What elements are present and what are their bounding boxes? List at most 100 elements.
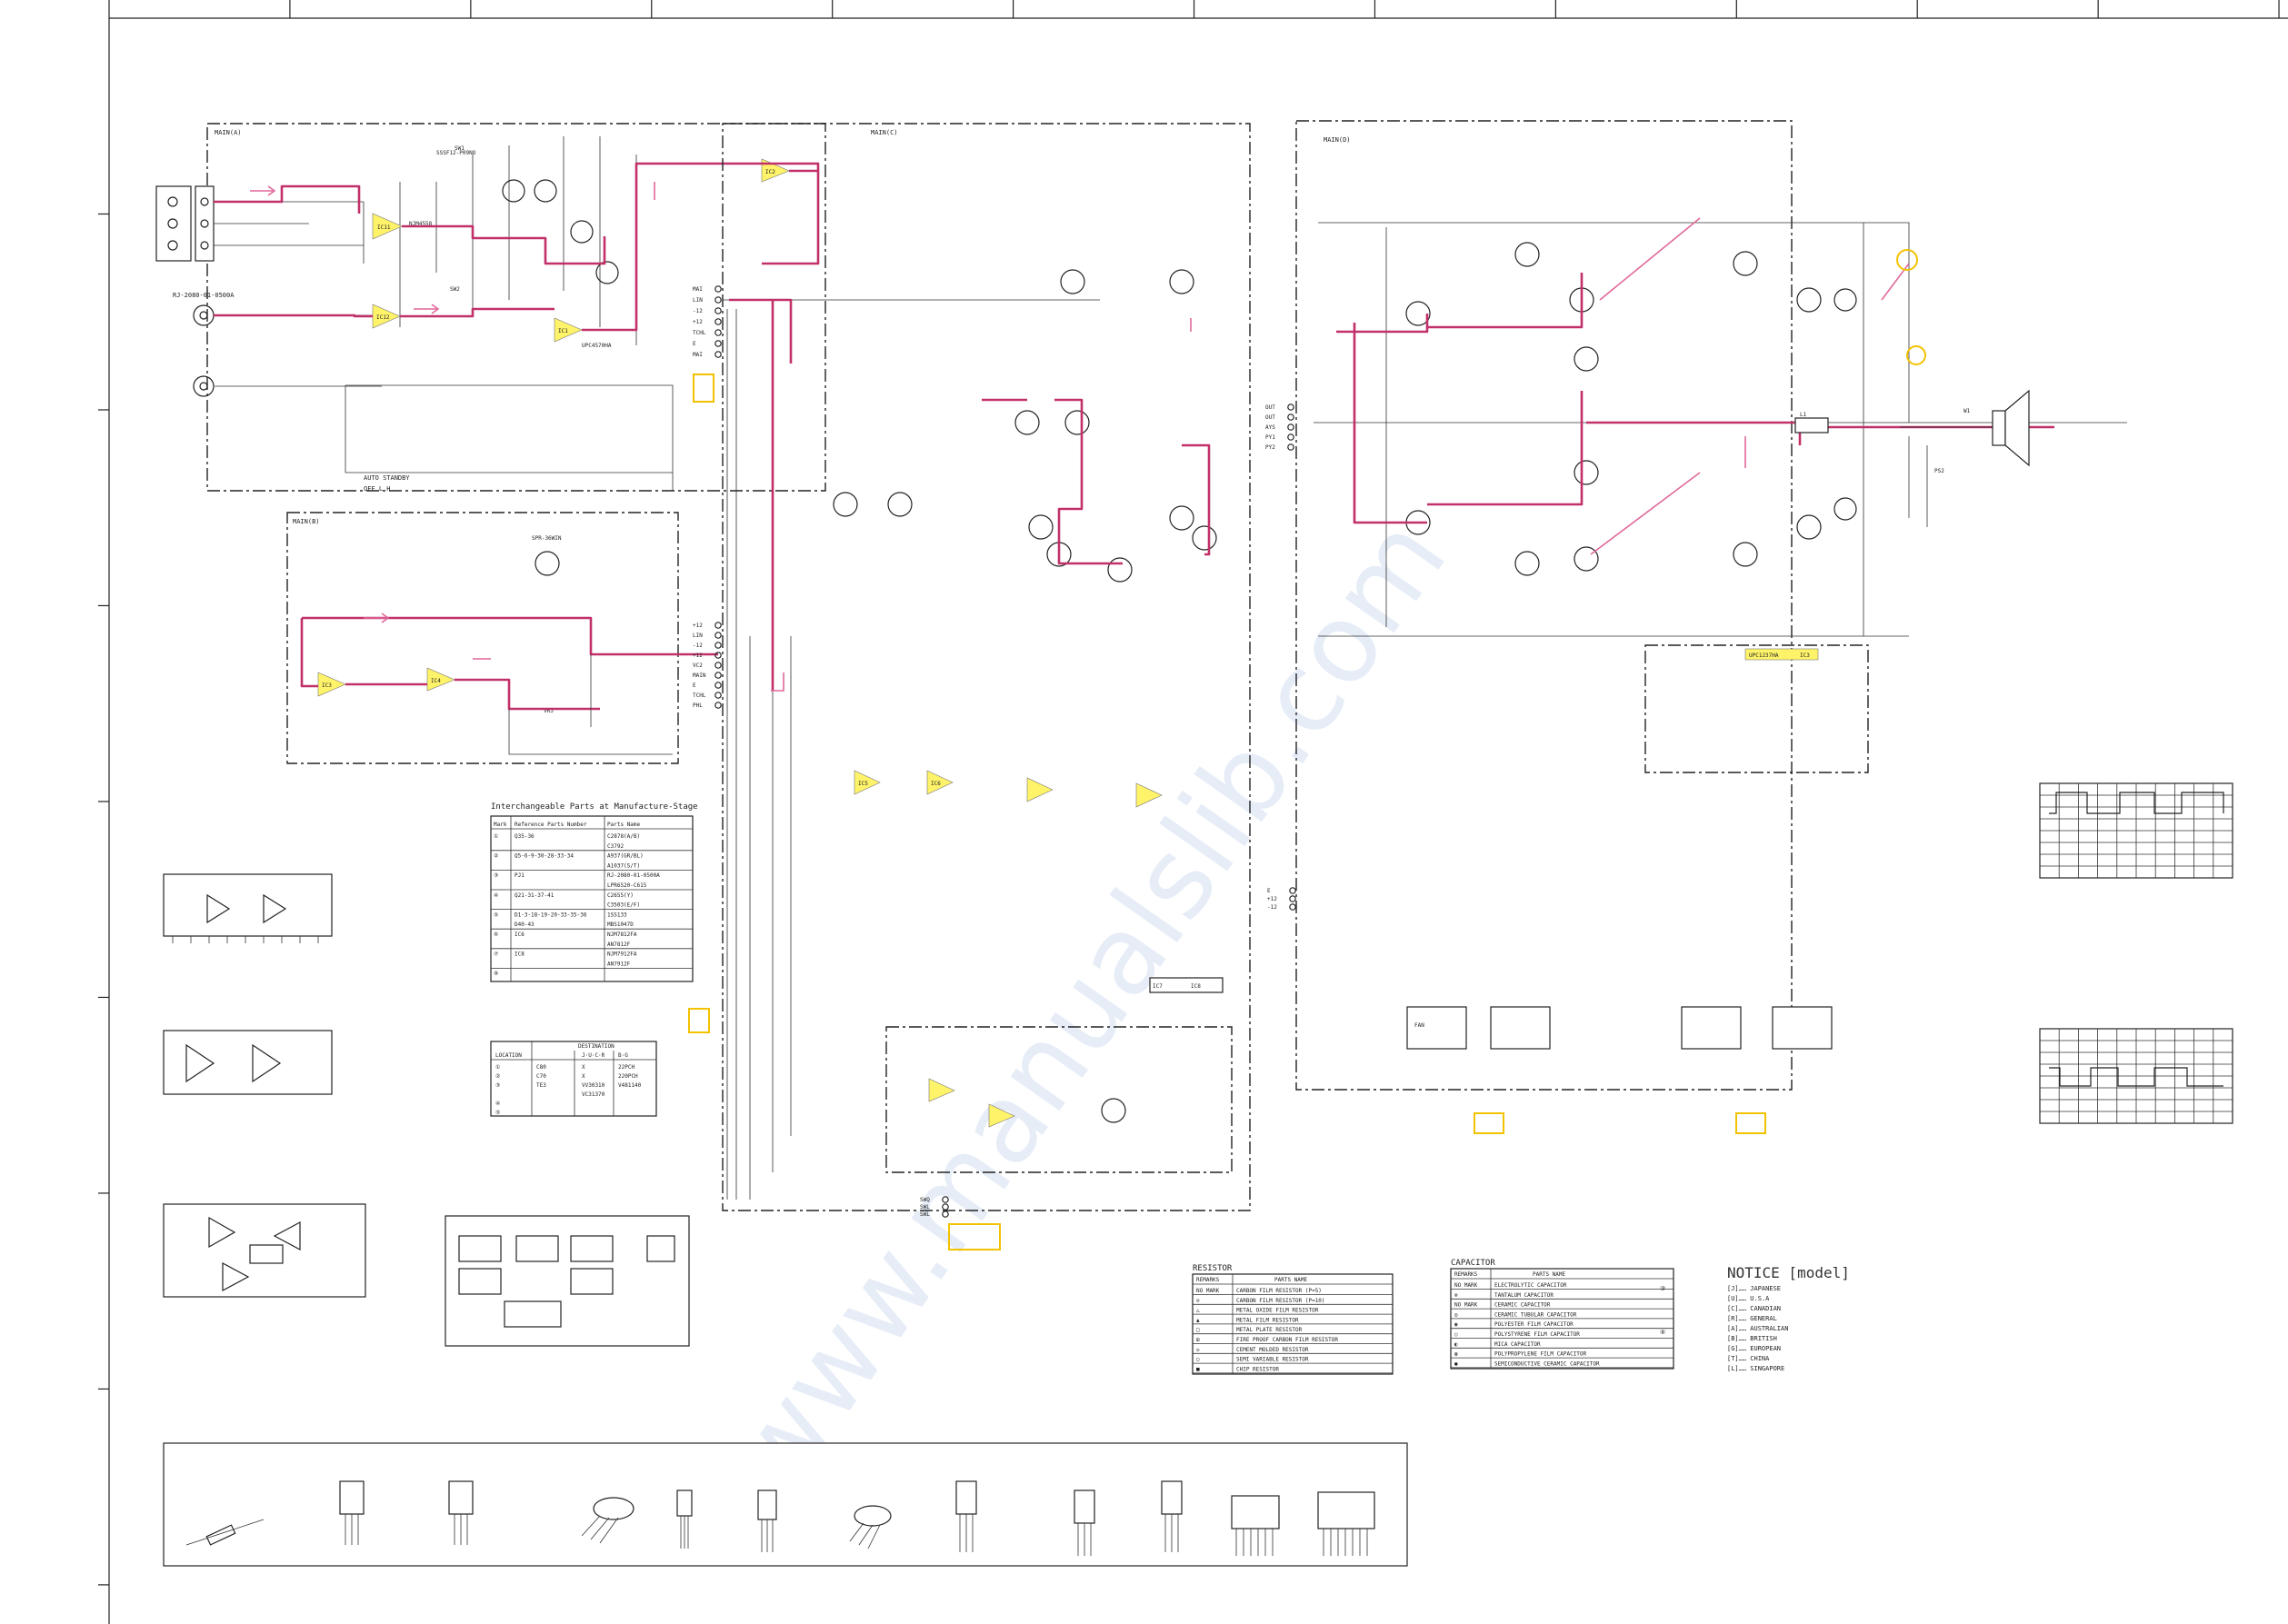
connector-pin xyxy=(1287,413,1294,421)
connector-pin-label: MAIN xyxy=(693,673,706,679)
connector-pin xyxy=(714,318,722,325)
block-main-c-label: MAIN(C) xyxy=(871,129,898,136)
legend-name: SEMICONDUCTIVE CERAMIC CAPACITOR xyxy=(1494,1360,1600,1367)
connector-pin xyxy=(1287,423,1294,431)
pin-jack-pj1: RJ-2080-01-0500A xyxy=(173,292,235,397)
legend-mark: ◇ xyxy=(1196,1347,1200,1353)
legend-name: FIRE PROOF CARBON FILM RESISTOR xyxy=(1236,1337,1338,1343)
block-main-d-label: MAIN(D) xyxy=(1324,136,1351,144)
destination-table-header: B·G xyxy=(618,1052,628,1059)
connector-pin-label: MAI xyxy=(693,286,703,293)
notice-panel: NOTICE [model] [J]…… JAPANESE[U]…… U.S.A… xyxy=(1727,1264,1850,1372)
notice-row: [R]…… GENERAL xyxy=(1727,1315,1777,1322)
svg-text:IC11: IC11 xyxy=(377,224,391,231)
svg-text:SW1: SW1 xyxy=(455,145,465,152)
parts-table-cell: D40-43 xyxy=(515,922,535,928)
parts-table-cell: ⑥ xyxy=(494,932,498,938)
parts-table-cell: ⑦ xyxy=(494,951,498,958)
diode-package-icon xyxy=(185,1519,265,1546)
parts-table-cell: Q5-6-9-30-28-33-34 xyxy=(515,853,574,860)
connector-pin-label: VC2 xyxy=(693,663,703,669)
legend-name: CEMENT MOLDED RESISTOR xyxy=(1236,1347,1309,1353)
legend-name: POLYPROPYLENE FILM CAPACITOR xyxy=(1494,1351,1587,1358)
parts-table: Interchangeable Parts at Manufacture-Sta… xyxy=(490,802,698,982)
svg-text:UPC1237HA: UPC1237HA xyxy=(1749,653,1779,659)
legend-name: MICA CAPACITOR xyxy=(1494,1341,1541,1348)
signal-path-input xyxy=(214,162,820,332)
parts-table-cell: AN7912F xyxy=(607,961,631,967)
svg-text:IC8: IC8 xyxy=(1191,983,1201,990)
waveform-scope-1 xyxy=(2039,782,2233,879)
sheet-frame xyxy=(98,0,2288,1624)
connector-pin xyxy=(1287,404,1294,411)
legend-side-mark: ④ xyxy=(1660,1329,1665,1336)
parts-table-cell: D1-3-18-19-20-33-35-36 xyxy=(515,912,587,918)
block-main-a-label: MAIN(A) xyxy=(215,129,242,136)
connector-pin-label: PHL xyxy=(693,702,703,709)
signal-path-driver xyxy=(729,298,1211,691)
svg-text:IC12: IC12 xyxy=(376,314,390,321)
connector-pin xyxy=(714,692,722,699)
svg-text:VR3: VR3 xyxy=(544,708,554,714)
svg-text:CAPACITOR: CAPACITOR xyxy=(1451,1259,1495,1268)
notice-row: [L]…… SINGAPORE xyxy=(1727,1365,1784,1372)
legend-name: CHIP RESISTOR xyxy=(1236,1366,1279,1372)
connector-pin-label: E xyxy=(693,341,696,347)
legend-header: PARTS NAME xyxy=(1533,1271,1566,1278)
svg-text:PS2: PS2 xyxy=(1934,468,1944,474)
destination-table-cell: X xyxy=(582,1073,585,1080)
svg-text:SSSF12-P09NO: SSSF12-P09NO xyxy=(436,150,476,156)
block-main-d: MAIN(D) L1 UPC1237HA IC3 FAN xyxy=(1295,120,2127,1134)
legend-mark: NO MARK xyxy=(1196,1288,1220,1294)
svg-text:RESISTOR: RESISTOR xyxy=(1193,1264,1233,1273)
legend-side-mark: ③ xyxy=(1660,1285,1665,1292)
svg-text:IC4: IC4 xyxy=(431,678,441,684)
destination-table-cell: V481140 xyxy=(618,1082,642,1089)
connector-pin-label: LIN xyxy=(693,297,703,304)
highlight-box xyxy=(1735,1112,1766,1134)
legend-name: SEMI VARIABLE RESISTOR xyxy=(1236,1357,1309,1363)
legend-name: METAL FILM RESISTOR xyxy=(1236,1317,1299,1323)
destination-table-cell: X xyxy=(582,1064,585,1071)
highlight-box xyxy=(693,374,714,403)
destination-table-cell: ④ xyxy=(495,1101,500,1107)
connector-pin xyxy=(714,329,722,336)
svg-text:IC6: IC6 xyxy=(931,781,941,787)
connector-pin-label: LIN xyxy=(693,633,703,639)
svg-text:SPR-36WIN: SPR-36WIN xyxy=(532,535,562,542)
connector-pin-label: OUT xyxy=(1265,404,1275,411)
parts-table-cell: ④ xyxy=(494,892,498,899)
connector-pin xyxy=(714,351,722,358)
package-outline-panel xyxy=(163,1442,1408,1567)
destination-table-cell: ③ xyxy=(495,1082,500,1089)
destination-table-cell: C70 xyxy=(536,1073,546,1080)
destination-table-cell: 22PCH xyxy=(618,1064,634,1071)
transistor-package-icon xyxy=(1074,1489,1095,1556)
parts-table-cell: ③ xyxy=(494,872,498,879)
connector-pin xyxy=(714,632,722,639)
connector-pin xyxy=(714,340,722,347)
input-terminal-te3 xyxy=(155,185,192,262)
connector-pin xyxy=(942,1211,949,1218)
destination-table-cell: ① xyxy=(495,1064,500,1071)
connector-pin-label: PY1 xyxy=(1265,434,1275,441)
parts-table-cell: NJM7912FA xyxy=(607,951,637,958)
transistor-package-icon xyxy=(1161,1480,1183,1552)
destination-table-cell: ② xyxy=(495,1073,500,1080)
svg-text:L1: L1 xyxy=(1800,412,1807,418)
connector-pin xyxy=(714,672,722,679)
parts-table-cell: PJ1 xyxy=(515,872,525,879)
connector-pin xyxy=(942,1203,949,1211)
legend-mark: ◉ xyxy=(1454,1321,1458,1328)
notice-row: [T]…… CHINA xyxy=(1727,1355,1770,1362)
ic-symbol-block-diagram xyxy=(445,1215,690,1347)
notice-row: [J]…… JAPANESE xyxy=(1727,1285,1781,1292)
connector-pin xyxy=(714,296,722,304)
legend-mark: ◐ xyxy=(1454,1341,1458,1348)
svg-text:OFF L H: OFF L H xyxy=(364,485,391,493)
connector-pin-label: OUT xyxy=(1265,414,1275,421)
legend-name: METAL PLATE RESISTOR xyxy=(1236,1327,1303,1333)
